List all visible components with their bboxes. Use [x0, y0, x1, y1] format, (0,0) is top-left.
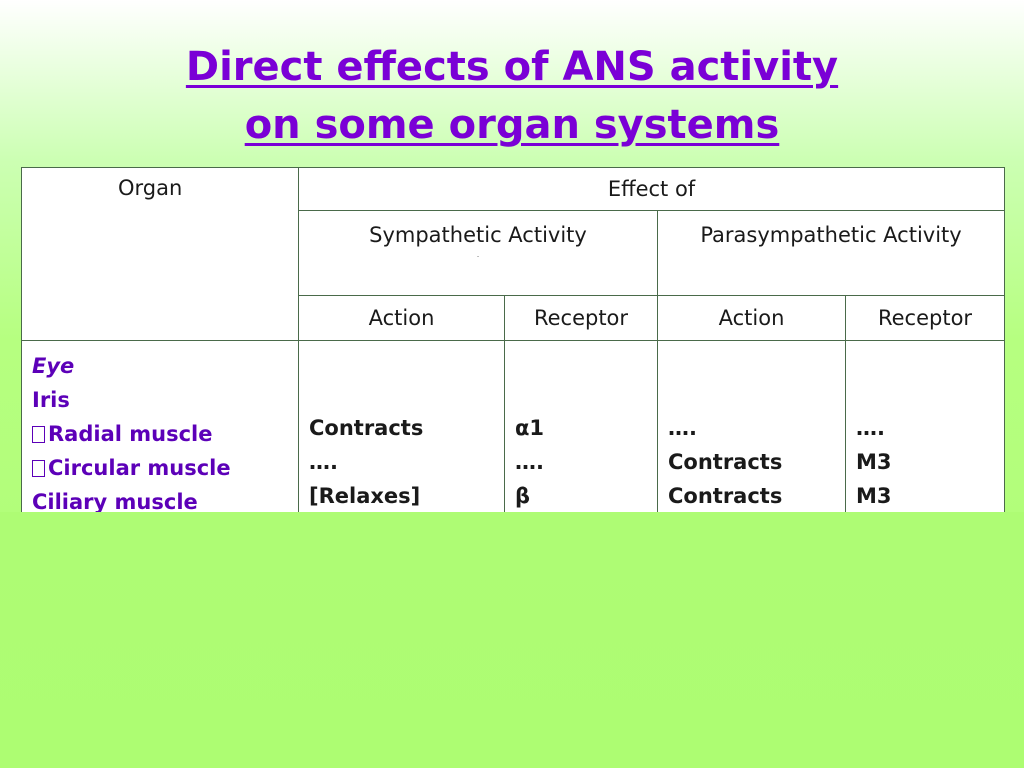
organ-radial-muscle: Radial muscle — [32, 417, 298, 451]
sympathetic-action-value: [Relaxes] — [309, 484, 421, 508]
effect-of-header: Effect of — [297, 167, 1006, 211]
sympathetic-receptor-value: α1 — [515, 416, 545, 440]
organ-header: Organ — [21, 167, 299, 341]
sympathetic-header: Sympathetic Activity . — [298, 210, 658, 296]
organ-iris: Iris — [32, 388, 70, 412]
sympathetic-action-header: Action — [298, 295, 505, 341]
organ-ciliary-muscle: Ciliary muscle — [32, 490, 198, 514]
sympathetic-action-value: …. — [309, 450, 338, 474]
parasympathetic-receptor-header: Receptor — [844, 295, 1006, 341]
parasympathetic-action-value: Contracts — [668, 484, 783, 508]
ans-effects-table: Organ Effect of Sympathetic Activity . P… — [21, 167, 1006, 588]
sympathetic-header-label: Sympathetic Activity — [369, 223, 587, 247]
parasympathetic-header: Parasympathetic Activity — [656, 210, 1006, 296]
bullet-box-icon — [32, 426, 45, 443]
bullet-box-icon — [32, 460, 45, 477]
organ-eye: Eye — [32, 354, 75, 378]
sympathetic-receptor-value: β — [515, 484, 531, 508]
parasympathetic-action-header: Action — [657, 295, 846, 341]
parasympathetic-receptor-value: M3 — [856, 484, 892, 508]
parasympathetic-action-value: Contracts — [668, 450, 783, 474]
parasympathetic-receptor-value: …. — [856, 416, 885, 440]
title-line-2: on some organ systems — [244, 102, 780, 148]
slide-title: Direct effects of ANS activity on some o… — [0, 38, 1024, 154]
organ-circular-muscle-label: Circular muscle — [48, 456, 231, 480]
organ-circular-muscle: Circular muscle — [32, 451, 298, 485]
slide-background-lower — [0, 512, 1024, 768]
sympathetic-header-mark: . — [476, 250, 480, 259]
sympathetic-receptor-value: …. — [515, 450, 544, 474]
sympathetic-action-value: Contracts — [309, 416, 424, 440]
organ-radial-muscle-label: Radial muscle — [48, 422, 213, 446]
title-line-1: Direct effects of ANS activity — [185, 44, 839, 90]
parasympathetic-receptor-value: M3 — [856, 450, 892, 474]
parasympathetic-action-value: …. — [668, 416, 697, 440]
sympathetic-receptor-header: Receptor — [504, 295, 658, 341]
